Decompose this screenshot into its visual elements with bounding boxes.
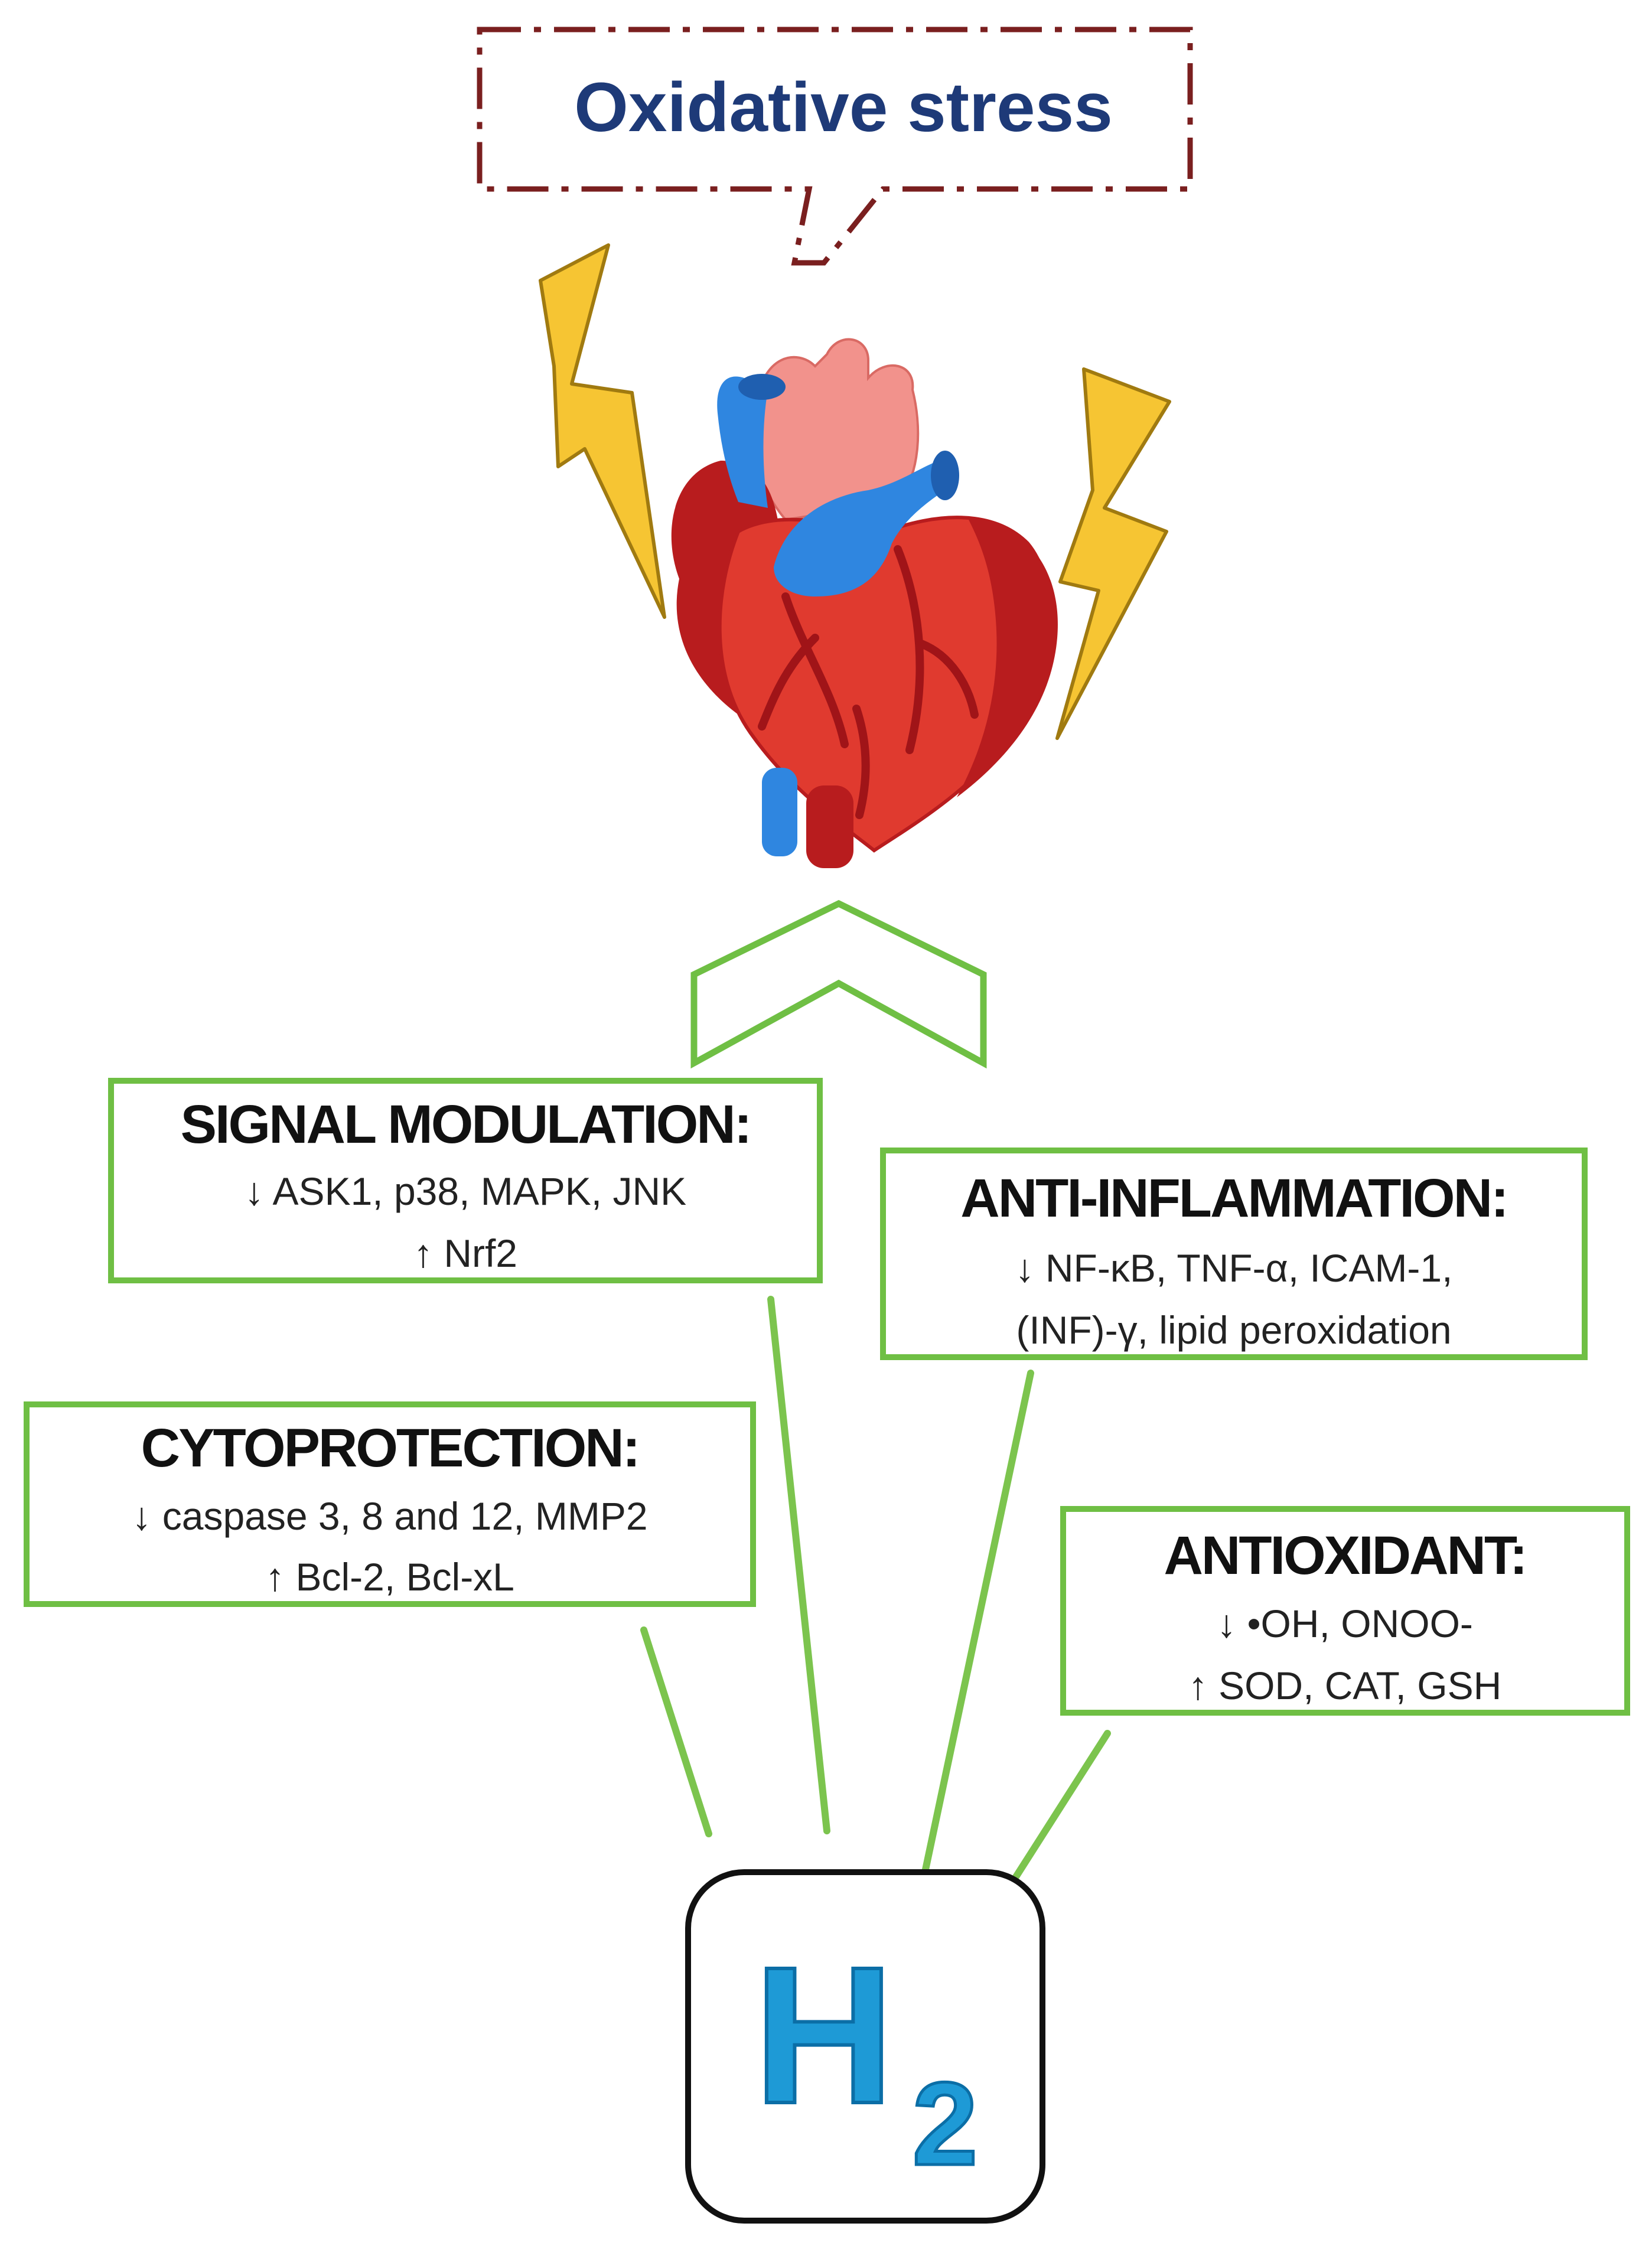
anti-inflammation-box: ANTI-INFLAMMATION: ↓ NF-κB, TNF-α, ICAM-… — [880, 1148, 1588, 1360]
cytoprotection-line1: ↓ caspase 3, 8 and 12, MMP2 — [132, 1494, 647, 1538]
cytoprotection-box: CYTOPROTECTION: ↓ caspase 3, 8 and 12, M… — [24, 1401, 756, 1607]
signal-modulation-line2: ↑ Nrf2 — [413, 1231, 517, 1275]
title-callout: Oxidative stress — [477, 27, 1193, 266]
title-text: Oxidative stress — [574, 69, 1113, 146]
antioxidant-line1: ↓ •OH, ONOO- — [1217, 1602, 1473, 1645]
connector-antioxidant — [995, 1730, 1111, 1908]
h2-tile: H 2 — [685, 1869, 1045, 2224]
connector-lines — [640, 1296, 1111, 1908]
connector-anti-inflammation — [921, 1370, 1034, 1879]
heart-icon — [671, 338, 1058, 868]
signal-modulation-title: SIGNAL MODULATION: — [181, 1094, 751, 1155]
anti-inflammation-line2: (INF)-γ, lipid peroxidation — [1016, 1308, 1451, 1352]
cytoprotection-title: CYTOPROTECTION: — [141, 1418, 639, 1478]
connector-cytoprotection — [640, 1626, 712, 1837]
h2-symbol: H — [754, 1926, 894, 2144]
chevron-up-icon — [690, 899, 987, 1069]
signal-modulation-box: SIGNAL MODULATION: ↓ ASK1, p38, MAPK, JN… — [108, 1078, 823, 1283]
antioxidant-box: ANTIOXIDANT: ↓ •OH, ONOO- ↑ SOD, CAT, GS… — [1060, 1506, 1630, 1716]
antioxidant-title: ANTIOXIDANT: — [1164, 1525, 1526, 1586]
antioxidant-line2: ↑ SOD, CAT, GSH — [1188, 1664, 1502, 1707]
cytoprotection-line2: ↑ Bcl-2, Bcl-xL — [265, 1555, 514, 1599]
connector-signal — [767, 1296, 830, 1834]
anti-inflammation-line1: ↓ NF-κB, TNF-α, ICAM-1, — [1015, 1246, 1453, 1290]
h2-subscript: 2 — [912, 2058, 977, 2190]
lightning-bolt-icon — [539, 243, 666, 619]
signal-modulation-line1: ↓ ASK1, p38, MAPK, JNK — [245, 1169, 686, 1213]
lightning-bolt-icon — [1055, 367, 1171, 740]
anti-inflammation-title: ANTI-INFLAMMATION: — [960, 1168, 1507, 1228]
